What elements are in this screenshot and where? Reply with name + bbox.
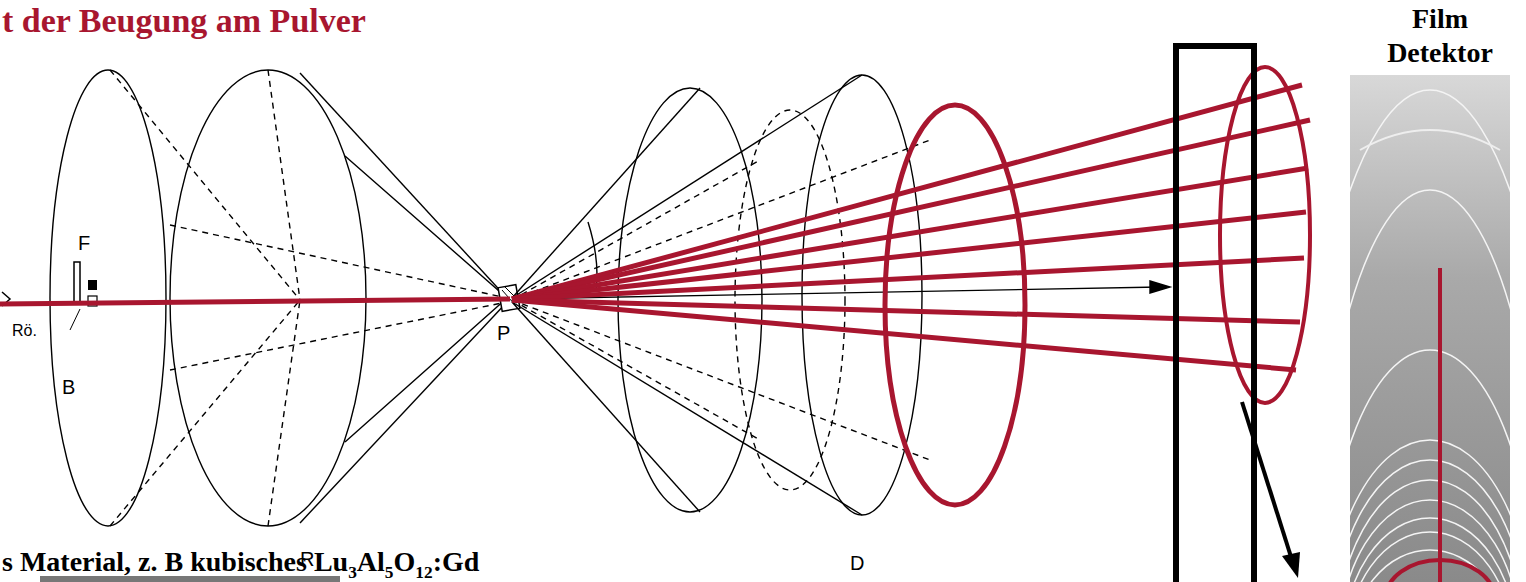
part-letter: B	[62, 376, 75, 399]
part-letter: D	[850, 552, 864, 575]
film-strip	[1350, 75, 1510, 582]
red-beams	[0, 67, 1310, 505]
film-holder	[1176, 46, 1254, 582]
filter-aperture	[2, 262, 97, 330]
slide-title: t der Beugung am Pulver	[2, 2, 366, 40]
part-letter: Rö.	[12, 322, 37, 340]
detector-label: Film Detektor	[1360, 2, 1520, 69]
material-note: s Material, z. B kubisches Lu3Al5O12:Gd	[2, 546, 479, 582]
part-letter: F	[78, 232, 90, 255]
part-letter: P	[497, 322, 510, 345]
pointer-arrow	[1242, 402, 1300, 578]
